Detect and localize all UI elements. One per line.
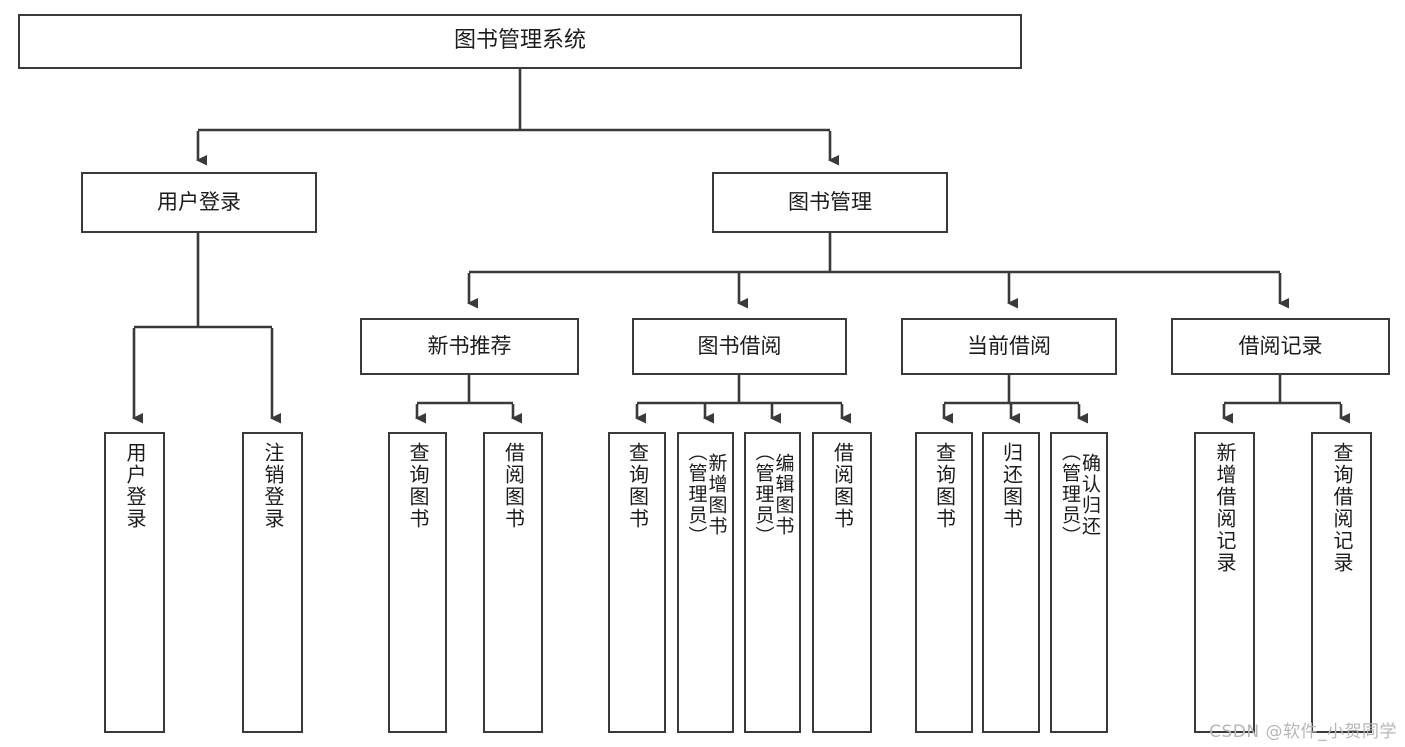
node-current-borrow[interactable]: 当前借阅 — [901, 318, 1117, 375]
node-label: 借阅记录 — [1238, 333, 1323, 358]
node-label: 借阅图书 — [830, 442, 855, 530]
node-label: 查询借阅记录 — [1330, 442, 1354, 574]
leaf-user-login-logout[interactable]: 注销登录 — [242, 432, 303, 733]
node-borrow-record[interactable]: 借阅记录 — [1171, 318, 1390, 375]
node-root-book-management-system[interactable]: 图书管理系统 — [18, 14, 1022, 69]
node-label: 确认归还 （管理员） — [1059, 442, 1101, 547]
node-label: 新增图书 （管理员） — [685, 442, 728, 547]
leaf-current-confirm-return-admin[interactable]: 确认归还 （管理员） — [1050, 432, 1108, 733]
node-label: 图书管理系统 — [453, 28, 586, 54]
node-label: 当前借阅 — [967, 333, 1051, 358]
csdn-watermark: CSDN @软件_小贺同学 — [1209, 722, 1397, 742]
node-label: 新书推荐 — [427, 333, 512, 358]
leaf-borrow-add-book-admin[interactable]: 新增图书 （管理员） — [677, 432, 734, 733]
node-label: 查询图书 — [625, 442, 650, 530]
node-label: 编辑图书 （管理员） — [752, 442, 795, 547]
node-label: 查询图书 — [406, 442, 430, 530]
leaf-current-return-book[interactable]: 归还图书 — [982, 432, 1040, 733]
node-label: 新增借阅记录 — [1213, 442, 1237, 574]
leaf-current-query-book[interactable]: 查询图书 — [915, 432, 973, 733]
leaf-recommend-query-book[interactable]: 查询图书 — [388, 432, 447, 733]
node-label: 借阅图书 — [501, 442, 526, 530]
leaf-borrow-query-book[interactable]: 查询图书 — [608, 432, 666, 733]
leaf-borrow-borrow-book[interactable]: 借阅图书 — [812, 432, 872, 733]
leaf-recommend-borrow-book[interactable]: 借阅图书 — [483, 432, 543, 733]
leaf-record-add-borrow-record[interactable]: 新增借阅记录 — [1194, 432, 1255, 733]
node-user-login[interactable]: 用户登录 — [81, 172, 317, 233]
node-label: 图书管理 — [788, 189, 872, 214]
node-label: 查询图书 — [932, 442, 957, 530]
node-label: 用户登录 — [123, 442, 147, 530]
node-label: 用户登录 — [157, 189, 241, 214]
node-new-book-recommend[interactable]: 新书推荐 — [360, 318, 579, 375]
node-label: 归还图书 — [999, 442, 1024, 530]
leaf-record-query-borrow-record[interactable]: 查询借阅记录 — [1311, 432, 1372, 733]
node-book-borrow[interactable]: 图书借阅 — [632, 318, 847, 375]
leaf-user-login-login[interactable]: 用户登录 — [104, 432, 165, 733]
node-label: 图书借阅 — [697, 333, 782, 358]
leaf-borrow-edit-book-admin[interactable]: 编辑图书 （管理员） — [744, 432, 801, 733]
node-label: 注销登录 — [261, 442, 285, 530]
node-book-management[interactable]: 图书管理 — [712, 172, 948, 233]
